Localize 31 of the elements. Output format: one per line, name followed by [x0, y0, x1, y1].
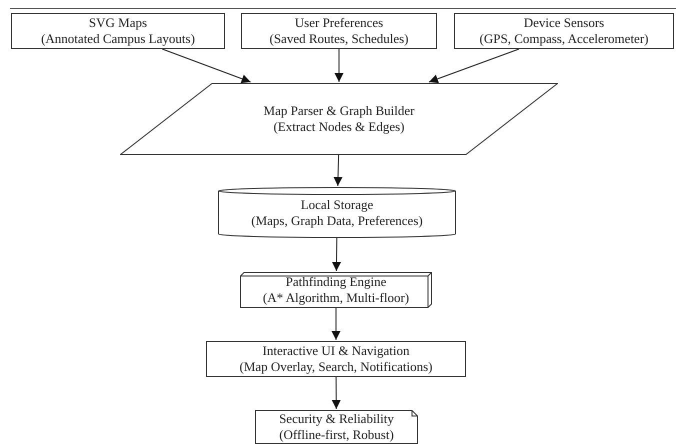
node-title: Map Parser & Graph Builder: [264, 103, 414, 119]
node-subtitle: (Extract Nodes & Edges): [273, 119, 405, 135]
arrow: [332, 376, 341, 410]
process-box: [11, 13, 225, 49]
process-box: [241, 13, 437, 49]
node-title: SVG Maps: [88, 15, 148, 31]
storage-cylinder: [218, 187, 456, 238]
component-box: [240, 272, 432, 308]
process-box: [454, 13, 674, 49]
parallelogram-shape: [120, 83, 558, 155]
arrow: [334, 154, 343, 186]
arrow: [332, 238, 341, 272]
node-subtitle: (Map Overlay, Search, Notifications): [239, 359, 432, 375]
arrow: [162, 48, 252, 84]
node-subtitle: (Maps, Graph Data, Preferences): [251, 212, 423, 228]
note-shape: [255, 410, 418, 444]
node-subtitle: (Saved Routes, Schedules): [269, 31, 408, 47]
node-title: Interactive UI & Navigation: [262, 343, 410, 359]
node-subtitle: (GPS, Compass, Accelerometer): [480, 31, 648, 47]
node-subtitle: (Annotated Campus Layouts): [41, 31, 195, 47]
node-subtitle: (Offline-first, Robust): [279, 427, 394, 443]
arrow: [334, 48, 344, 82]
node-title: Pathfinding Engine: [286, 274, 386, 290]
process-box: [206, 341, 466, 377]
node-subtitle: (A* Algorithm, Multi-floor): [262, 290, 410, 306]
node-title: Device Sensors: [524, 15, 604, 31]
node-title: Local Storage: [300, 196, 374, 212]
arrow: [428, 48, 520, 84]
arrow: [332, 308, 340, 340]
node-title: User Preferences: [294, 15, 384, 31]
node-title: Security & Reliability: [279, 411, 394, 427]
